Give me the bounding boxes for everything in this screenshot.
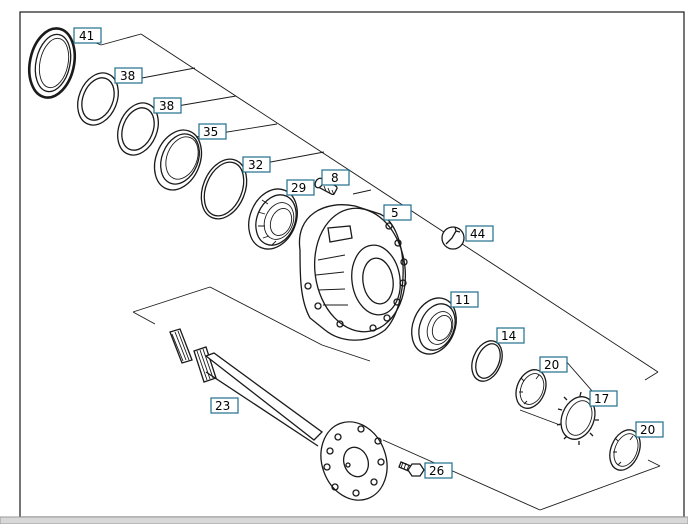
callout-26: 26: [424, 462, 453, 479]
callout-11: 11: [450, 291, 479, 308]
callout-38-upper: 38: [114, 67, 143, 84]
callout-20-second-text: 20: [640, 423, 655, 437]
callout-20-second: 20: [635, 421, 664, 438]
callout-14: 14: [496, 327, 525, 344]
callout-26-text: 26: [429, 464, 444, 478]
callout-32: 32: [242, 156, 271, 173]
callout-11-text: 11: [455, 293, 470, 307]
callout-35: 35: [198, 123, 227, 140]
callout-23: 23: [210, 397, 239, 414]
callout-8: 8: [321, 169, 350, 186]
callout-20-first: 20: [539, 356, 568, 373]
part-14-ring: [471, 340, 503, 382]
part-44-tool-symbol: [441, 226, 465, 250]
callout-38-lower: 38: [153, 97, 182, 114]
callout-5: 5: [383, 204, 412, 221]
callout-17-text: 17: [594, 392, 609, 406]
part-41-seal-ring: [27, 27, 77, 99]
part-5-wheel-hub: [298, 204, 408, 341]
callout-38-upper-text: 38: [120, 69, 135, 83]
lower-assembly-guides: [132, 286, 661, 511]
callout-29-text: 29: [291, 181, 306, 195]
callout-41: 41: [73, 27, 102, 44]
part-38-ring-upper: [77, 72, 119, 126]
callout-35-text: 35: [203, 125, 218, 139]
part-20-lock-washer-first: [515, 369, 547, 409]
callout-32-text: 32: [248, 158, 263, 172]
part-20-lock-washer-second: [609, 429, 641, 471]
window-bottom-edge: [0, 516, 688, 524]
callout-8-text: 8: [331, 171, 339, 185]
callout-17: 17: [589, 390, 618, 407]
part-23-drive-shaft: [169, 328, 388, 501]
part-26-bolt: [398, 461, 425, 477]
callout-44: 44: [465, 225, 494, 242]
callout-44-text: 44: [470, 227, 485, 241]
callout-29: 29: [286, 179, 315, 196]
callout-23-text: 23: [215, 399, 230, 413]
part-17-toothed-ring: [556, 391, 599, 445]
part-29-roller-bearing: [248, 188, 298, 250]
callout-38-lower-text: 38: [159, 99, 174, 113]
part-35-bearing-cup: [153, 129, 203, 191]
callout-20-first-text: 20: [544, 358, 559, 372]
part-38-ring-lower: [117, 102, 159, 156]
part-32-thin-ring: [200, 158, 248, 220]
callout-41-text: 41: [79, 29, 94, 43]
callout-5-text: 5: [391, 206, 399, 220]
callout-14-text: 14: [501, 329, 516, 343]
part-11-bearing: [411, 297, 457, 355]
